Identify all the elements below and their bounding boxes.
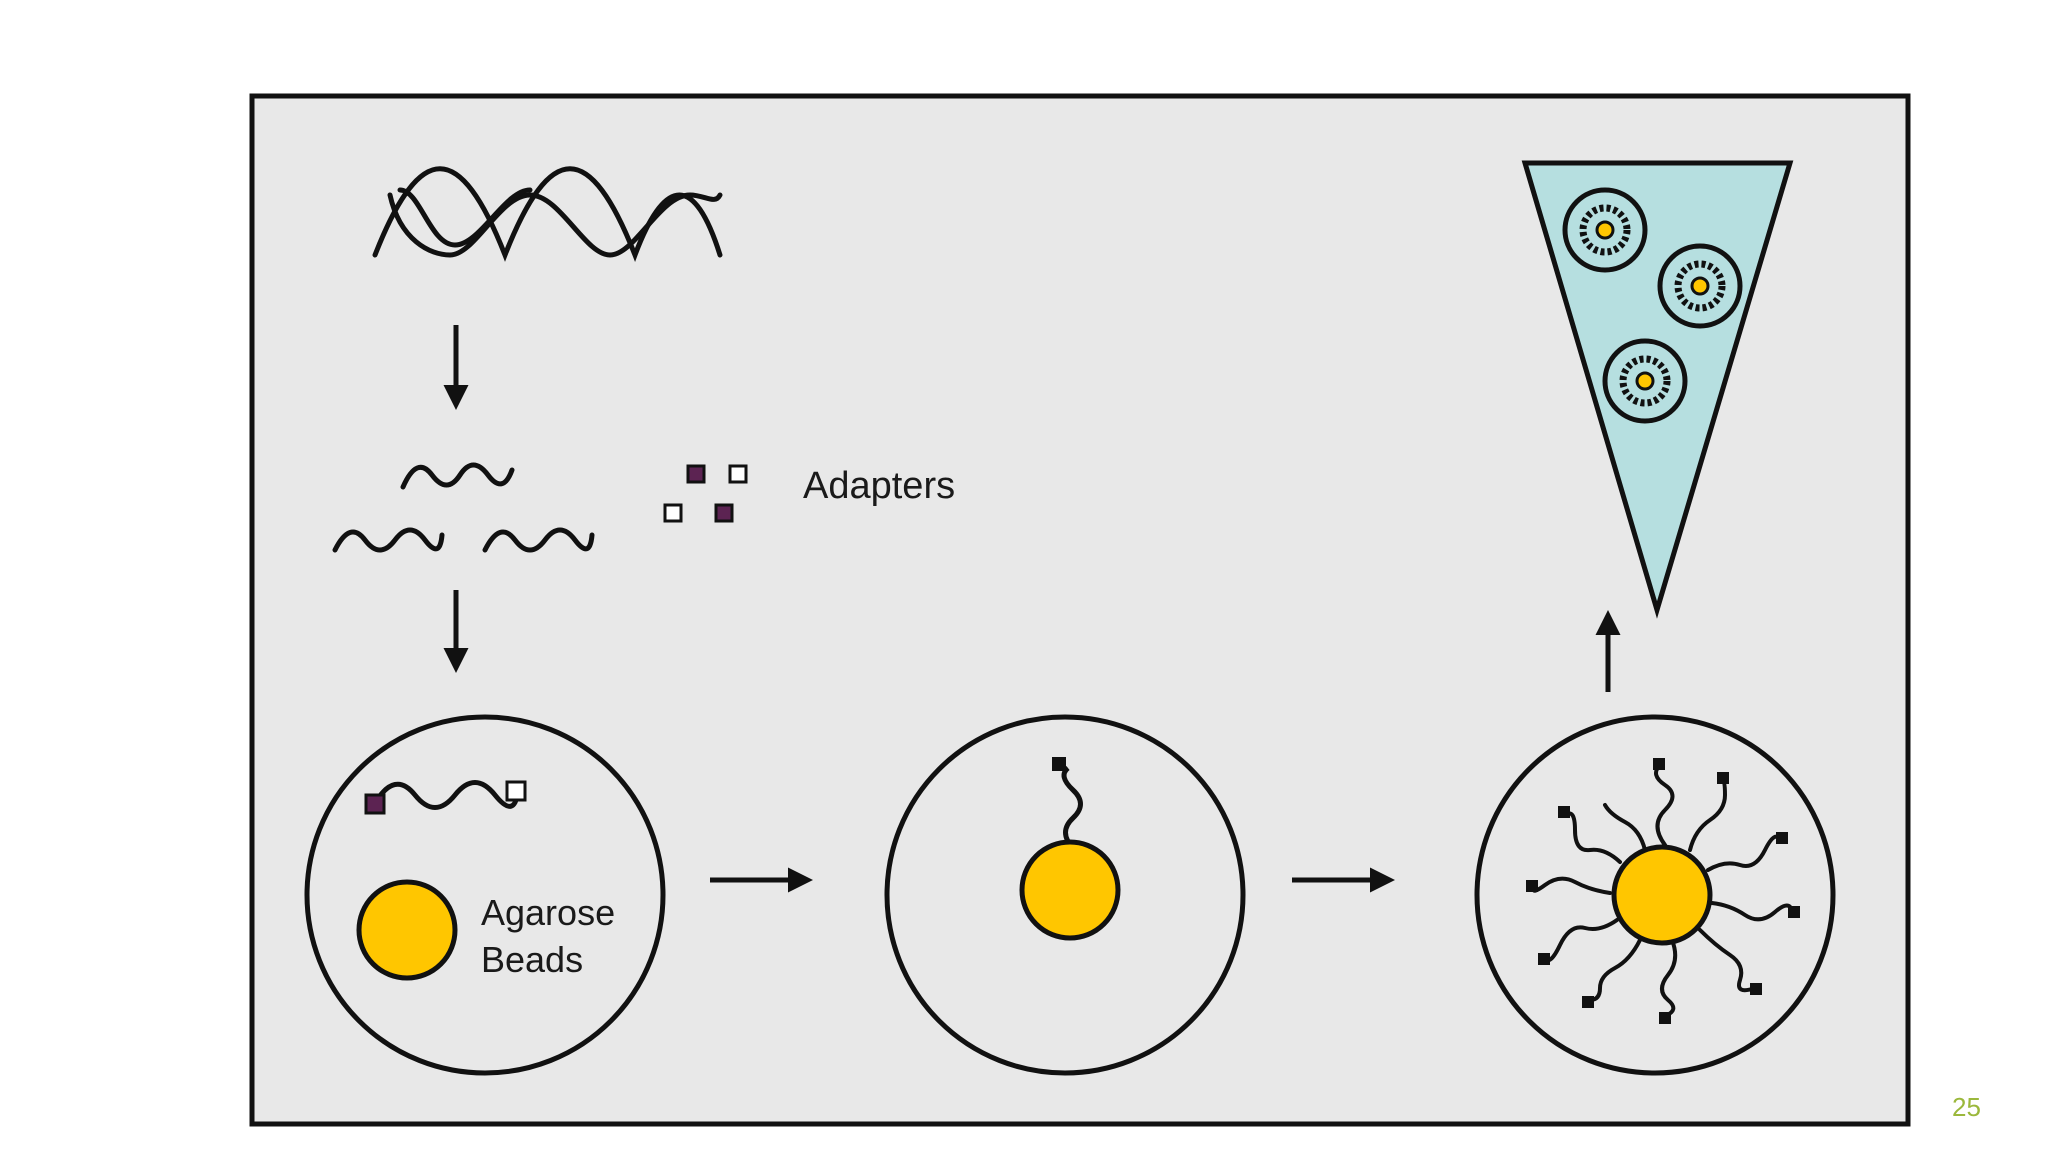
emulsion-droplet-icon <box>304 714 666 1076</box>
emulsion-droplet-icon <box>1474 714 1836 1076</box>
agarose-bead-icon <box>356 879 458 981</box>
slide-number: 25 <box>1952 1092 1981 1122</box>
dna-fragments-icon <box>332 462 595 553</box>
picotiter-well-icon <box>1521 160 1794 619</box>
agarose-label-line1: Agarose <box>481 892 615 933</box>
adapters-icon <box>663 464 748 523</box>
bead-in-well-icon <box>1602 338 1688 424</box>
dna-double-helix-icon <box>372 166 723 262</box>
bead-in-well-icon <box>1562 187 1648 273</box>
emulsion-droplet-icon <box>884 714 1246 1076</box>
agarose-bead-icon <box>1611 844 1713 946</box>
agarose-bead-icon <box>1019 839 1121 941</box>
bead-in-well-icon <box>1657 243 1743 329</box>
agarose-label-line2: Beads <box>481 939 583 980</box>
adapters-label: Adapters <box>803 465 955 507</box>
